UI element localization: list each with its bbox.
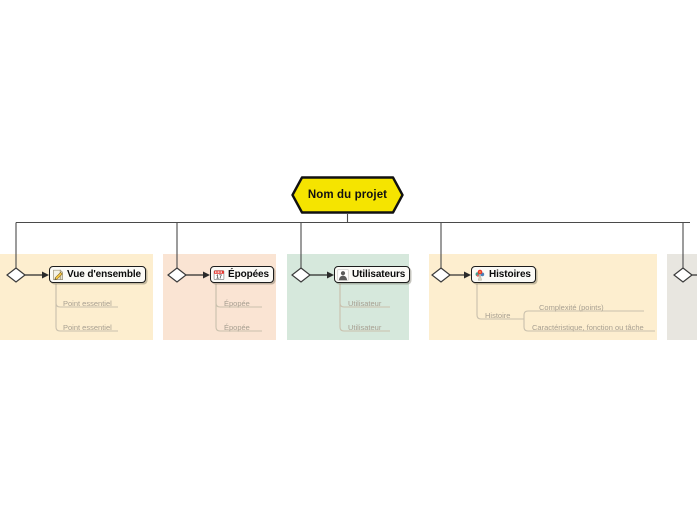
subitem-utilisateur-1[interactable]: Utilisateur xyxy=(348,299,382,308)
calendar-day-text: 17 xyxy=(216,274,222,280)
subitem-utilisateur-2[interactable]: Utilisateur xyxy=(348,323,382,332)
branch-node-vue-densemble[interactable]: Vue d'ensemble xyxy=(49,266,146,283)
branch-region-branche-suivante xyxy=(667,254,697,340)
root-node-shape xyxy=(291,176,404,214)
subitem-point-essentiel-2[interactable]: Point essentiel xyxy=(63,323,112,332)
branch-node-histoires[interactable]: Histoires xyxy=(471,266,536,283)
root-node-label: Nom du projet xyxy=(307,189,388,201)
branch-node-utilisateurs[interactable]: Utilisateurs xyxy=(334,266,411,283)
subitem-caracteristique-fonction-tache[interactable]: Caractéristique, fonction ou tâche xyxy=(532,323,644,332)
bust-silhouette-icon xyxy=(337,269,349,281)
subitem-point-essentiel-1[interactable]: Point essentiel xyxy=(63,299,112,308)
subitem-complexite-points[interactable]: Complexité (points) xyxy=(539,303,604,312)
branch-label-utilisateurs: Utilisateurs xyxy=(352,268,406,280)
branch-label-epopees: Épopées xyxy=(228,268,269,280)
memo-icon xyxy=(52,268,64,281)
bouquet-icon xyxy=(474,269,486,281)
branch-label-vue-densemble: Vue d'ensemble xyxy=(67,268,141,280)
branch-node-epopees[interactable]: 17 Épopées xyxy=(210,266,274,283)
branch-label-histoires: Histoires xyxy=(489,268,531,280)
subitem-epopee-2[interactable]: Épopée xyxy=(224,323,250,332)
root-node[interactable]: Nom du projet xyxy=(291,176,404,214)
calendar-icon: 17 xyxy=(213,269,225,281)
subitem-epopee-1[interactable]: Épopée xyxy=(224,299,250,308)
subitem-histoire[interactable]: Histoire xyxy=(485,311,511,320)
